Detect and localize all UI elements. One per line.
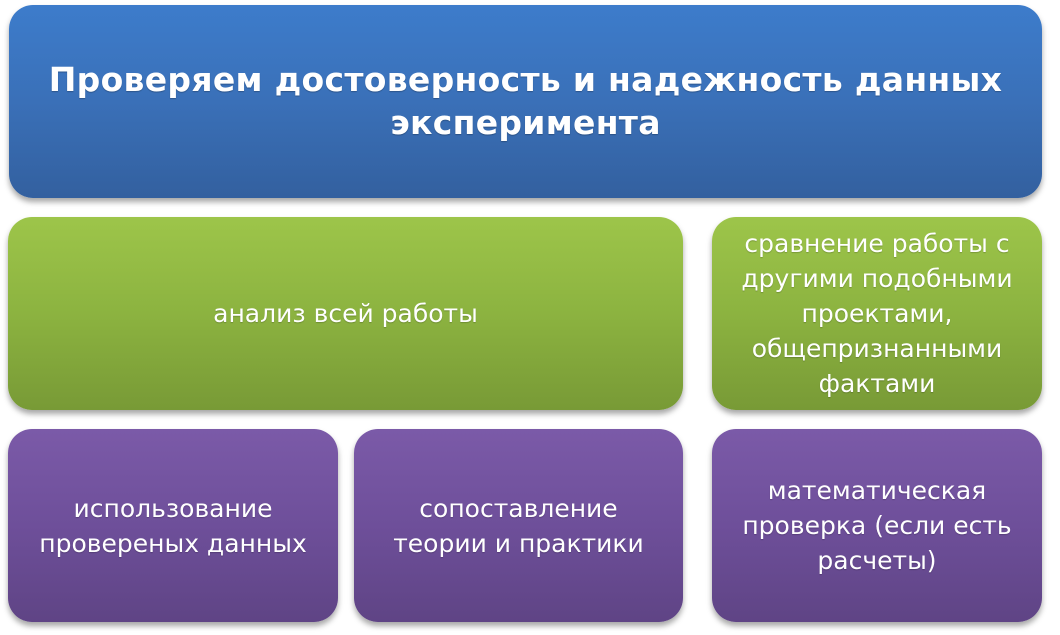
box-math-check: математическая проверка (если есть расче… <box>712 429 1042 622</box>
box-label: сравнение работы с другими подобными про… <box>741 229 1013 398</box>
box-label: сопоставление теории и практики <box>393 493 644 558</box>
box-label: анализ всей работы <box>213 299 478 328</box>
box-label: использование провереных данных <box>39 493 307 558</box>
header-title: Проверяем достоверность и надежность дан… <box>48 59 1003 142</box>
header-box: Проверяем достоверность и надежность дан… <box>9 5 1042 198</box>
box-verified-data: использование провереных данных <box>8 429 338 622</box>
box-analysis-whole-work: анализ всей работы <box>8 217 683 410</box>
box-theory-practice: сопоставление теории и практики <box>354 429 683 622</box>
box-label: математическая проверка (если есть расче… <box>742 476 1012 575</box>
box-comparison-similar-projects: сравнение работы с другими подобными про… <box>712 217 1042 410</box>
